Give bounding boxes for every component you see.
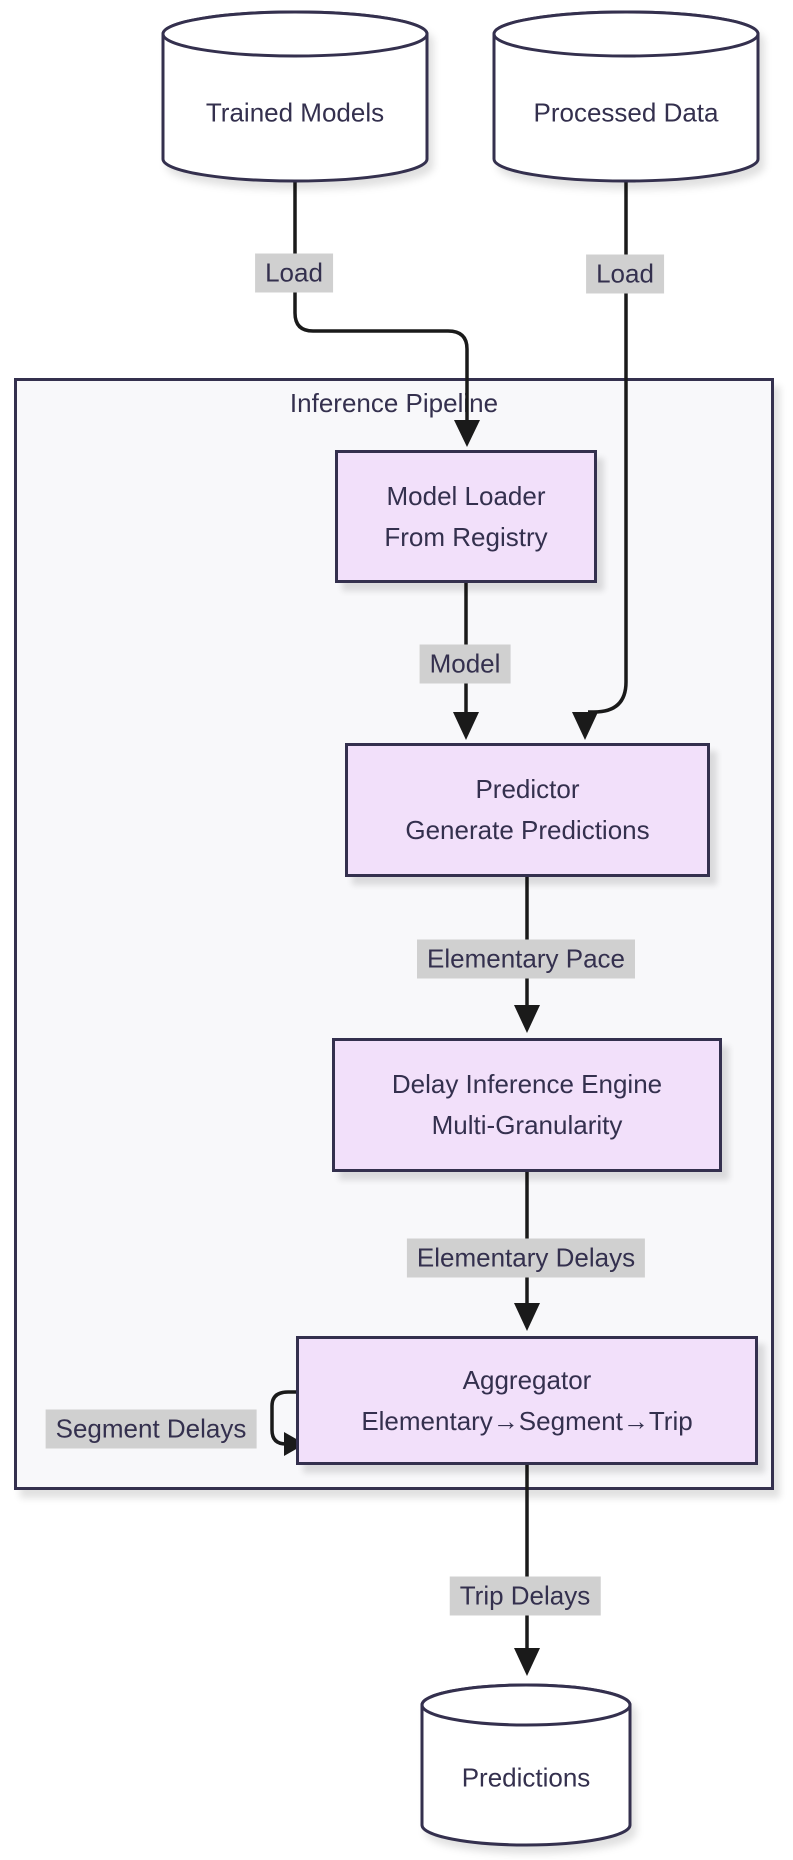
- arrowhead-icon: [572, 712, 598, 740]
- predictions-label: Predictions: [461, 1762, 591, 1793]
- delay-inference-engine-node: Delay Inference Engine Multi-Granularity: [332, 1038, 722, 1172]
- aggregator-title: Aggregator: [462, 1364, 592, 1395]
- arrowhead-icon: [454, 420, 480, 447]
- aggregator-node: Aggregator Elementary→Segment→Trip: [296, 1336, 758, 1465]
- arrowhead-icon: [284, 1432, 305, 1456]
- model-loader-node: Model Loader From Registry: [335, 450, 597, 583]
- processed-data-cylinder: [492, 10, 760, 183]
- predictor-title: Predictor: [475, 774, 580, 804]
- edge-trained-models-to-model-loader: [293, 181, 480, 447]
- model-loader-title: Model Loader: [386, 480, 546, 511]
- trained-models-cylinder: [161, 10, 429, 183]
- edge-aggregator-self-loop: [270, 1390, 305, 1456]
- edge-label-segment-delays: Segment Delays: [45, 1409, 257, 1449]
- predictor-subtitle: Generate Predictions: [405, 815, 650, 845]
- arrowhead-icon: [514, 1005, 540, 1033]
- model-loader-subtitle: From Registry: [384, 521, 548, 552]
- aggregator-subtitle: Elementary→Segment→Trip: [361, 1405, 693, 1436]
- arrowhead-icon: [453, 712, 479, 740]
- processed-data-label: Processed Data: [533, 97, 719, 128]
- edge-aggregator-to-predictions: [514, 1465, 540, 1676]
- delay-engine-subtitle: Multi-Granularity: [431, 1110, 623, 1140]
- edge-label-elementary-delays: Elementary Delays: [406, 1238, 646, 1278]
- edge-label-elementary-pace: Elementary Pace: [417, 939, 635, 979]
- delay-engine-title: Delay Inference Engine: [391, 1069, 663, 1099]
- edge-label-load-processed: Load: [586, 254, 664, 294]
- edge-processed-data-to-predictor: [572, 181, 628, 740]
- edge-label-load-trained: Load: [255, 253, 333, 293]
- arrowhead-icon: [514, 1648, 540, 1676]
- edge-delay-engine-to-aggregator: [514, 1172, 540, 1331]
- trained-models-label: Trained Models: [205, 97, 385, 128]
- cluster-title: Inference Pipeline: [289, 388, 499, 418]
- edge-label-trip-delays: Trip Delays: [449, 1576, 601, 1616]
- edge-label-model: Model: [419, 644, 511, 684]
- predictor-node: Predictor Generate Predictions: [345, 743, 710, 877]
- arrowhead-icon: [514, 1303, 540, 1331]
- predictions-cylinder: [420, 1683, 632, 1847]
